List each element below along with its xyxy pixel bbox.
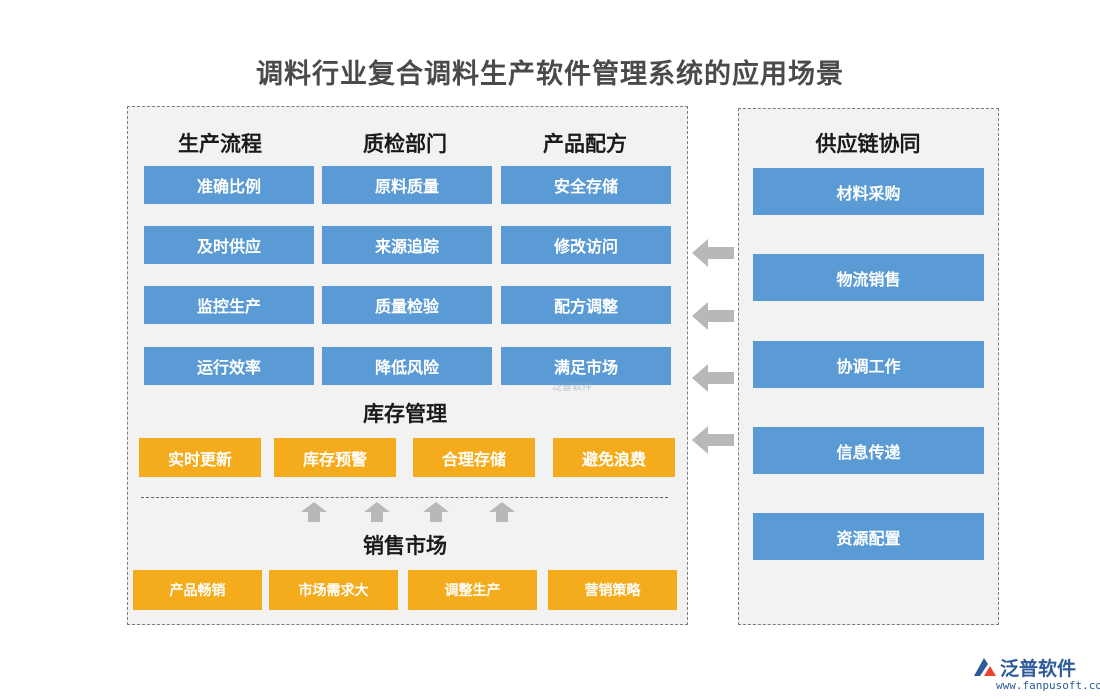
page-title: 调料行业复合调料生产软件管理系统的应用场景 xyxy=(256,59,844,90)
brand-name: 泛普软件 xyxy=(1000,658,1077,680)
formula-item-4: 满足市场 xyxy=(501,347,671,385)
supply-item-4: 信息传递 xyxy=(753,427,984,474)
formula-item-2: 修改访问 xyxy=(501,226,671,264)
quality-dept-heading: 质检部门 xyxy=(363,132,447,156)
inventory-item-2: 库存预警 xyxy=(274,438,396,477)
left-arrow-icon xyxy=(692,302,734,330)
brand-url: www.fanpusoft.com xyxy=(996,679,1100,692)
production-item-2: 及时供应 xyxy=(144,226,314,264)
sales-heading: 销售市场 xyxy=(363,534,447,558)
watermark-text: 泛普软件 xyxy=(552,382,592,393)
up-arrow-icon xyxy=(423,502,449,522)
supply-item-3: 协调工作 xyxy=(753,341,984,388)
product-formula-heading: 产品配方 xyxy=(543,132,627,156)
inventory-item-3: 合理存储 xyxy=(413,438,535,477)
sales-item-2: 市场需求大 xyxy=(269,570,398,610)
section-divider xyxy=(141,497,668,498)
sales-item-4: 营销策略 xyxy=(548,570,677,610)
up-arrow-icon xyxy=(489,502,515,522)
inventory-item-4: 避免浪费 xyxy=(553,438,675,477)
production-item-1: 准确比例 xyxy=(144,166,314,204)
supply-chain-heading: 供应链协同 xyxy=(815,132,921,156)
quality-item-2: 来源追踪 xyxy=(322,226,492,264)
brand-logo-icon xyxy=(974,658,996,676)
left-arrow-icon xyxy=(692,426,734,454)
production-item-4: 运行效率 xyxy=(144,347,314,385)
quality-item-3: 质量检验 xyxy=(322,286,492,324)
up-arrow-icon xyxy=(301,502,327,522)
supply-item-1: 材料采购 xyxy=(753,168,984,215)
quality-item-1: 原料质量 xyxy=(322,166,492,204)
sales-item-1: 产品畅销 xyxy=(133,570,262,610)
formula-item-3: 配方调整 xyxy=(501,286,671,324)
inventory-heading: 库存管理 xyxy=(363,402,447,426)
production-item-3: 监控生产 xyxy=(144,286,314,324)
formula-item-1: 安全存储 xyxy=(501,166,671,204)
sales-item-3: 调整生产 xyxy=(408,570,537,610)
production-process-heading: 生产流程 xyxy=(178,132,262,156)
left-arrow-icon xyxy=(692,239,734,267)
supply-item-2: 物流销售 xyxy=(753,254,984,301)
up-arrow-icon xyxy=(364,502,390,522)
inventory-item-1: 实时更新 xyxy=(139,438,261,477)
left-arrow-icon xyxy=(692,364,734,392)
supply-item-5: 资源配置 xyxy=(753,513,984,560)
quality-item-4: 降低风险 xyxy=(322,347,492,385)
